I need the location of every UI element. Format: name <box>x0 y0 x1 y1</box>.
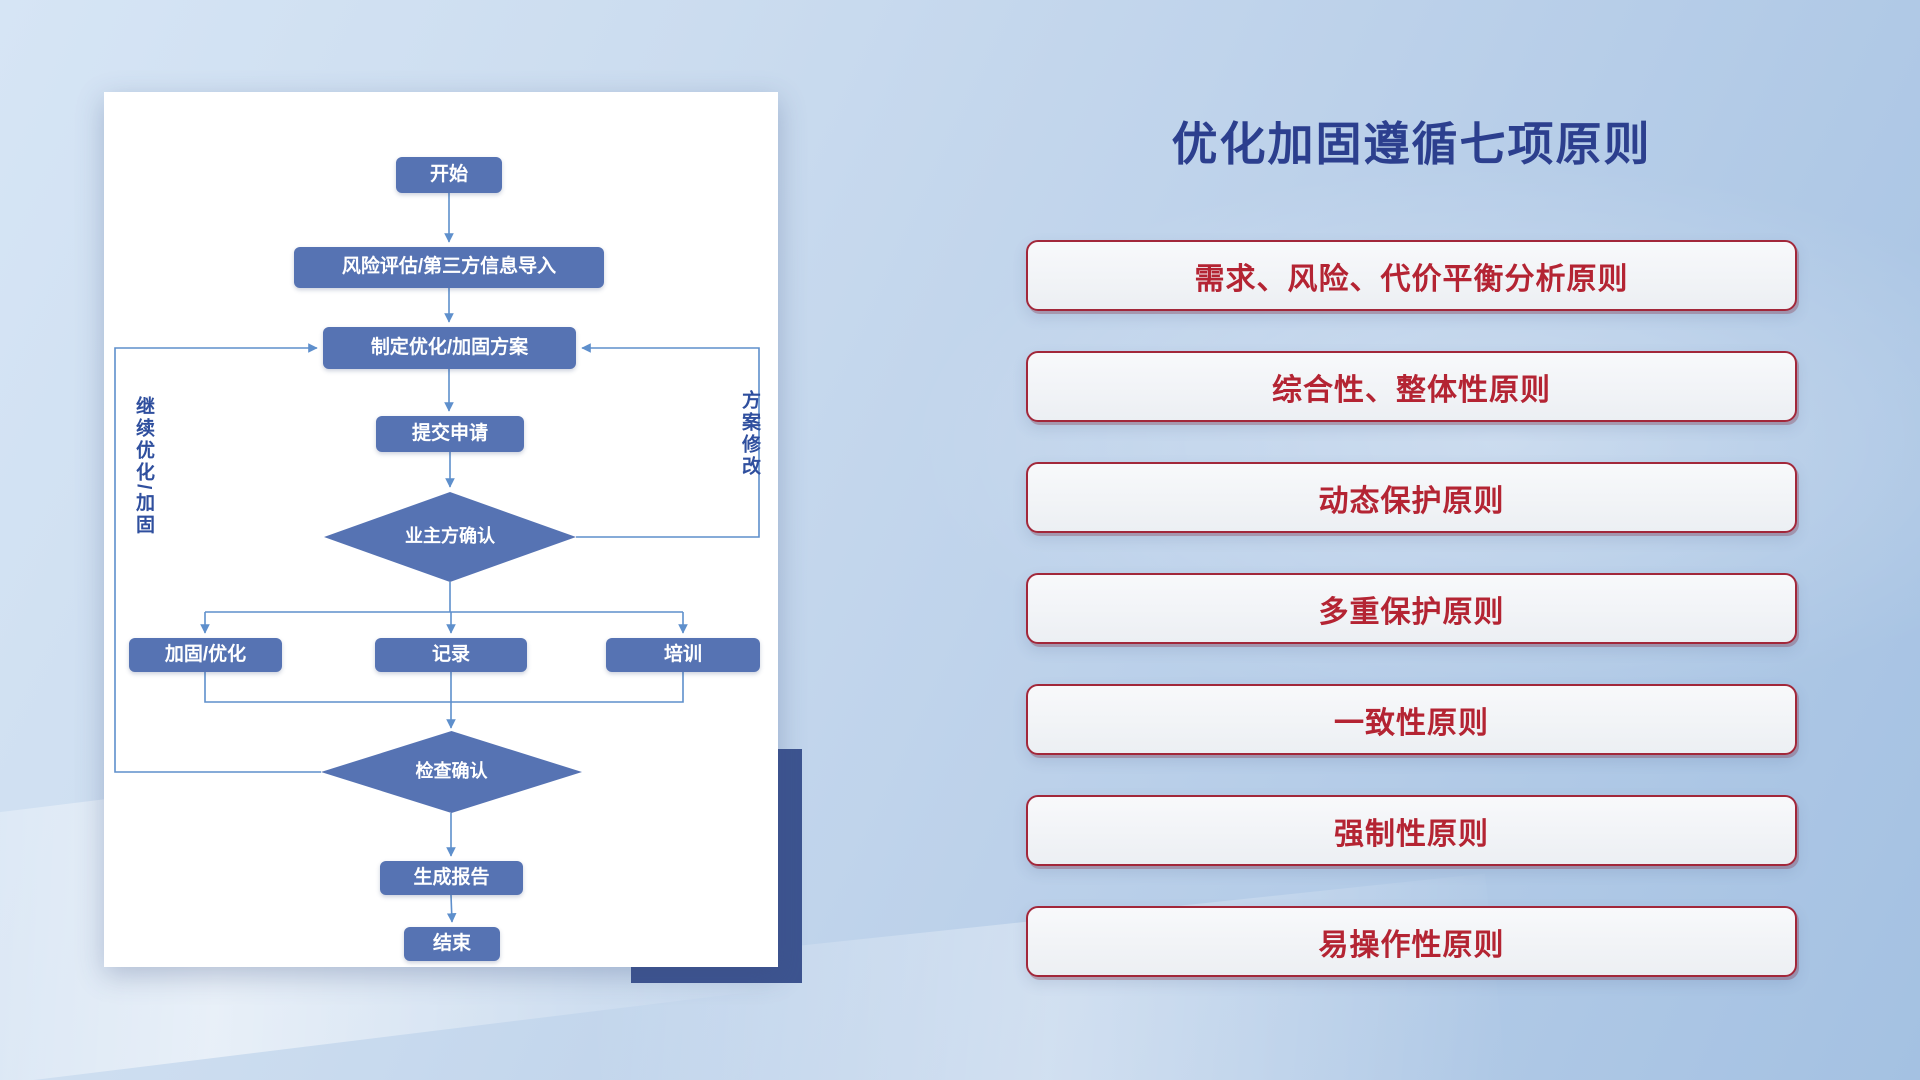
flow-node-start: 开始 <box>396 157 502 193</box>
principle-label: 动态保护原则 <box>1318 484 1505 518</box>
principle-label: 多重保护原则 <box>1318 595 1505 629</box>
flow-node-report: 生成报告 <box>380 861 523 895</box>
principle-label: 一致性原则 <box>1334 706 1489 740</box>
flowchart-connectors <box>114 193 760 923</box>
flow-node-label: 生成报告 <box>413 866 490 888</box>
flow-node-plan: 制定优化/加固方案 <box>323 327 576 369</box>
principle-item: 一致性原则 <box>1026 684 1797 755</box>
principle-label: 需求、风险、代价平衡分析原则 <box>1194 262 1629 296</box>
flow-node-label: 结束 <box>432 932 471 954</box>
principle-item: 需求、风险、代价平衡分析原则 <box>1026 240 1797 311</box>
flow-node-risk-import: 风险评估/第三方信息导入 <box>294 247 604 288</box>
flow-node-label: 提交申请 <box>411 422 488 444</box>
flow-node-label: 检查确认 <box>415 761 488 782</box>
flow-loop-label-plan-revise: 方案修改 <box>739 390 760 478</box>
flowchart-panel: 开始 风险评估/第三方信息导入 制定优化/加固方案 提交申请 业主方确认 加固/… <box>104 92 778 967</box>
flow-node-training: 培训 <box>606 638 760 672</box>
flow-node-label: 业主方确认 <box>405 526 495 547</box>
principle-item: 易操作性原则 <box>1026 906 1797 977</box>
flow-node-label: 开始 <box>429 163 468 185</box>
flow-node-label: 加固/优化 <box>164 643 247 665</box>
principles-list: 需求、风险、代价平衡分析原则 综合性、整体性原则 动态保护原则 多重保护原则 一… <box>1026 240 1797 977</box>
principle-item: 综合性、整体性原则 <box>1026 351 1797 422</box>
flow-node-harden-optimize: 加固/优化 <box>129 638 282 672</box>
flow-node-label: 培训 <box>663 643 702 665</box>
flow-node-end: 结束 <box>404 927 500 961</box>
principle-label: 强制性原则 <box>1334 817 1489 851</box>
flow-node-label: 记录 <box>431 643 470 665</box>
page-title: 优化加固遵循七项原则 <box>1171 118 1652 170</box>
flow-node-submit: 提交申请 <box>376 416 524 452</box>
flow-node-label: 风险评估/第三方信息导入 <box>341 256 557 278</box>
principle-item: 动态保护原则 <box>1026 462 1797 533</box>
principle-label: 易操作性原则 <box>1318 928 1505 962</box>
flow-loop-label-continue-optimize: 继续优化/加固 <box>133 396 154 537</box>
principle-item: 多重保护原则 <box>1026 573 1797 644</box>
flow-node-label: 制定优化/加固方案 <box>370 336 529 358</box>
principle-label: 综合性、整体性原则 <box>1272 373 1551 407</box>
flow-node-record: 记录 <box>375 638 527 672</box>
principle-item: 强制性原则 <box>1026 795 1797 866</box>
